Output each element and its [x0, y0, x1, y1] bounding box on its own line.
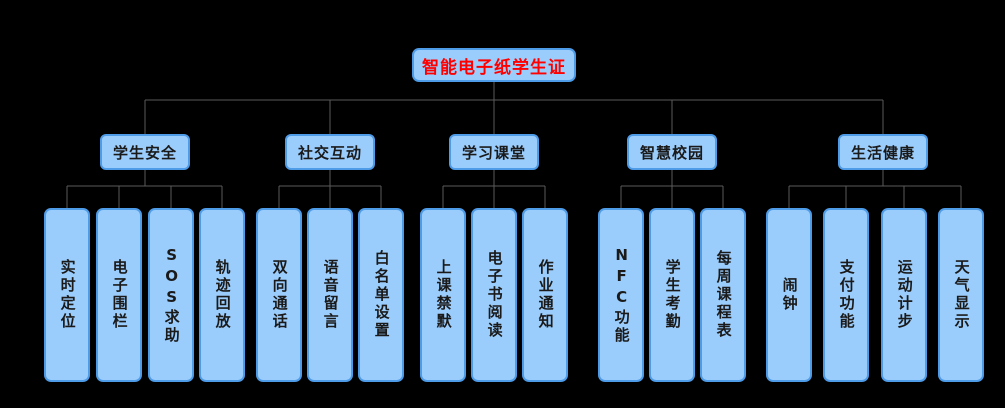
leaf-node-label: 闹钟	[780, 277, 799, 313]
root-node[interactable]: 智能电子纸学生证	[412, 48, 576, 82]
leaf-node-label: 电子书阅读	[485, 250, 504, 340]
branch-node-student-safety[interactable]: 学生安全	[100, 134, 190, 170]
branch-node-label: 社交互动	[297, 143, 362, 162]
leaf-node-label: 作业通知	[536, 259, 555, 331]
branch-node-smart-campus[interactable]: 智慧校园	[627, 134, 717, 170]
leaf-node-ebook-reading[interactable]: 电子书阅读	[471, 208, 517, 382]
leaf-node-realtime-location[interactable]: 实时定位	[44, 208, 90, 382]
leaf-node-label: 白名单设置	[372, 250, 391, 340]
leaf-node-weekly-timetable[interactable]: 每周课程表	[700, 208, 746, 382]
branch-node-life-health[interactable]: 生活健康	[838, 134, 928, 170]
leaf-node-label: 实时定位	[58, 259, 77, 331]
branch-node-label: 学习课堂	[461, 143, 526, 162]
leaf-node-label: 支付功能	[837, 259, 856, 331]
leaf-node-two-way-call[interactable]: 双向通话	[256, 208, 302, 382]
leaf-node-nfc-function[interactable]: NFC功能	[598, 208, 644, 382]
branch-node-social-interaction[interactable]: 社交互动	[285, 134, 375, 170]
leaf-node-label: 运动计步	[895, 259, 914, 331]
leaf-node-label: 语音留言	[321, 259, 340, 331]
leaf-node-class-silent-mode[interactable]: 上课禁默	[420, 208, 466, 382]
leaf-node-label: 上课禁默	[434, 259, 453, 331]
branch-node-learning-classroom[interactable]: 学习课堂	[449, 134, 539, 170]
leaf-node-sos-help[interactable]: SOS求助	[148, 208, 194, 382]
leaf-node-track-playback[interactable]: 轨迹回放	[199, 208, 245, 382]
leaf-node-label: NFC功能	[612, 245, 631, 345]
leaf-node-homework-notice[interactable]: 作业通知	[522, 208, 568, 382]
branch-node-label: 学生安全	[112, 143, 177, 162]
branch-node-label: 生活健康	[850, 143, 915, 162]
leaf-node-label: 每周课程表	[714, 250, 733, 340]
leaf-node-label: 双向通话	[270, 259, 289, 331]
leaf-node-label: 轨迹回放	[213, 259, 232, 331]
leaf-node-geofence[interactable]: 电子围栏	[96, 208, 142, 382]
root-node-label: 智能电子纸学生证	[422, 57, 566, 78]
leaf-node-label: 学生考勤	[663, 259, 682, 331]
leaf-node-student-attendance[interactable]: 学生考勤	[649, 208, 695, 382]
leaf-node-payment-function[interactable]: 支付功能	[823, 208, 869, 382]
leaf-node-step-counter[interactable]: 运动计步	[881, 208, 927, 382]
leaf-node-label: 天气显示	[952, 259, 971, 331]
leaf-node-whitelist-settings[interactable]: 白名单设置	[358, 208, 404, 382]
leaf-node-voice-message[interactable]: 语音留言	[307, 208, 353, 382]
leaf-node-label: SOS求助	[162, 245, 181, 345]
leaf-node-alarm-clock[interactable]: 闹钟	[766, 208, 812, 382]
leaf-node-weather-display[interactable]: 天气显示	[938, 208, 984, 382]
branch-node-label: 智慧校园	[639, 143, 704, 162]
leaf-node-label: 电子围栏	[110, 259, 129, 331]
